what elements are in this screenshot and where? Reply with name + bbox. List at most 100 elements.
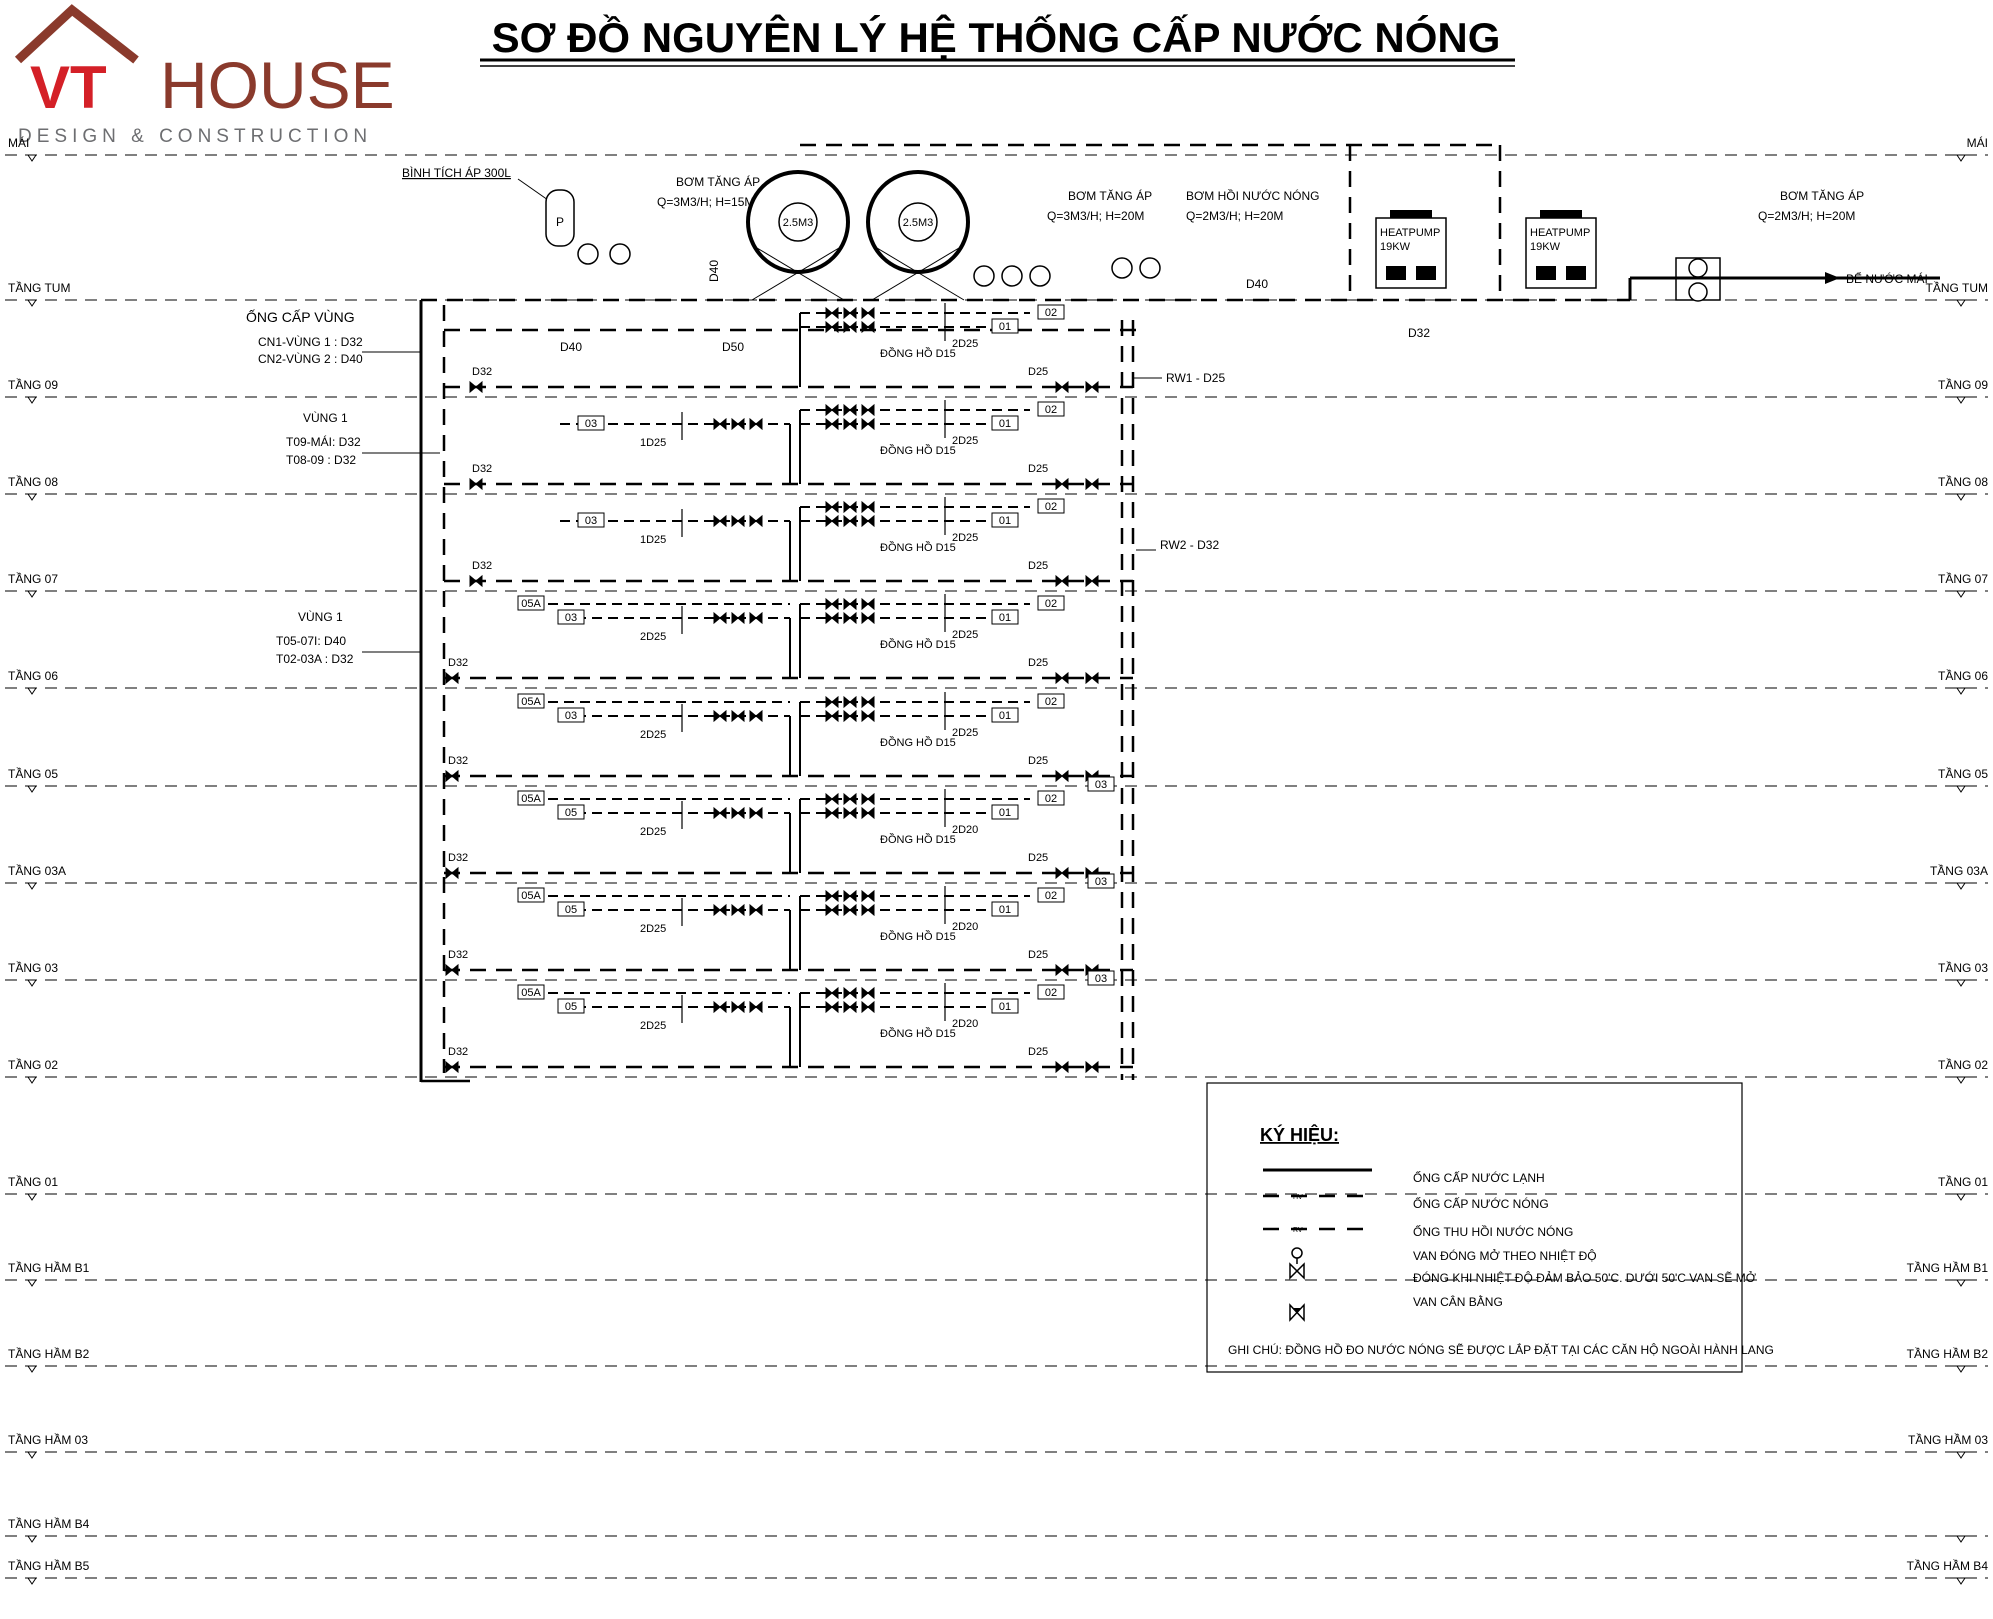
unit-tag-right-b: 01 <box>999 612 1011 624</box>
pump-icon <box>973 265 995 287</box>
water-meter-label: ĐỒNG HỒ D15 <box>880 736 956 749</box>
unit-tag-left-a: 05A <box>521 696 541 708</box>
branch-left-size: 2D25 <box>640 631 666 643</box>
pump-icon <box>1139 257 1161 279</box>
meter-valve-icon <box>749 417 763 431</box>
floor-label-right: TẦNG 01 <box>1938 1174 1988 1189</box>
floor-main-size: D32 <box>448 949 468 961</box>
return-size-label: D25 <box>1028 657 1048 669</box>
level-marker-icon <box>1956 1193 1966 1201</box>
pipe-label-d40-right: D40 <box>1246 277 1268 291</box>
unit-tag-left-a-box <box>577 512 605 528</box>
level-marker-icon <box>27 1279 37 1287</box>
supply-zone-line2: CN2-VÙNG 2 : D40 <box>258 351 363 366</box>
floor-label-right: TẦNG HẦM B2 <box>1907 1346 1989 1361</box>
legend-frame <box>1206 1082 1743 1373</box>
meter-valve-icon <box>731 1000 745 1014</box>
balance-valve-icon <box>1055 477 1069 491</box>
level-marker-icon <box>1956 785 1966 793</box>
branch-left-size: 1D25 <box>640 534 666 546</box>
meter-valve-icon <box>825 903 839 917</box>
water-meter-label: ĐỒNG HỒ D15 <box>880 541 956 554</box>
balance-valve-icon <box>1289 1303 1305 1322</box>
branch-right-size: 2D25 <box>952 435 978 447</box>
level-marker-icon <box>27 1451 37 1459</box>
meter-valve-icon <box>731 611 745 625</box>
thermo-valve-icon <box>1085 477 1099 491</box>
unit-tag-left-b: 03 <box>565 612 577 624</box>
floor-label-left: TẦNG 05 <box>8 766 58 781</box>
pressure-tank-leader <box>517 178 549 201</box>
heatpump-2-power: 19KW <box>1530 241 1561 253</box>
pump-icon <box>577 243 599 265</box>
meter-valve-icon <box>861 1000 875 1014</box>
unit-tag-right-a-box <box>1037 595 1065 611</box>
meter-valve-icon <box>713 417 727 431</box>
storage-tank-2-stand-2 <box>871 244 965 301</box>
level-marker-icon <box>1956 299 1966 307</box>
pump-icon <box>1688 258 1708 278</box>
booster-pump-3-spec: Q=2M3/H; H=20M <box>1758 209 1855 223</box>
unit-tag-right-a-box <box>1037 790 1065 806</box>
diagram-title: SƠ ĐỒ NGUYÊN LÝ HỆ THỐNG CẤP NƯỚC NÓNG <box>492 13 1501 61</box>
supply-zone-title: ỐNG CẤP VÙNG <box>246 308 355 325</box>
branch-right-size: 2D25 <box>952 727 978 739</box>
balance-valve-icon <box>1055 671 1069 685</box>
balance-valve-icon <box>1055 963 1069 977</box>
return-size-label: D25 <box>1028 852 1048 864</box>
level-marker-icon <box>1956 1451 1966 1459</box>
meter-valve-icon <box>713 709 727 723</box>
meter-valve-icon <box>843 709 857 723</box>
unit-tag-right-a: 02 <box>1045 404 1057 416</box>
level-marker-icon <box>27 1577 37 1585</box>
meter-valve-icon <box>843 417 857 431</box>
meter-valve-icon <box>843 500 857 514</box>
meter-valve-icon <box>749 514 763 528</box>
unit-tag-right-a: 02 <box>1045 793 1057 805</box>
branch-left-size: 2D25 <box>640 1020 666 1032</box>
logo-mark: VT <box>30 54 107 121</box>
meter-valve-icon <box>861 986 875 1000</box>
meter-valve-icon <box>731 903 745 917</box>
floor-label-left: TẦNG HẦM B1 <box>8 1260 90 1275</box>
unit-tag-right-a-box <box>1037 498 1065 514</box>
unit-tag-left-b: 05 <box>565 807 577 819</box>
level-marker-icon <box>1956 154 1966 162</box>
unit-tag-right-c-box <box>1087 873 1115 889</box>
logo-roof <box>14 4 139 64</box>
floor-label-right: TẦNG TUM <box>1926 280 1988 295</box>
meter-valve-icon <box>749 709 763 723</box>
unit-tag-left-b-box <box>557 707 585 723</box>
level-marker-icon <box>1956 493 1966 501</box>
level-marker-icon <box>1956 1279 1966 1287</box>
riser-pipes <box>419 143 1940 1082</box>
unit-tag-right-b-box <box>991 415 1019 431</box>
level-marker-icon <box>27 1193 37 1201</box>
unit-tag-left-a-box <box>517 984 545 1000</box>
branch-right-size: 2D25 <box>952 532 978 544</box>
balance-valve-icon <box>1055 1060 1069 1074</box>
meter-valve-icon <box>713 806 727 820</box>
water-meter-label: ĐỒNG HỒ D15 <box>880 347 956 360</box>
heatpump-2-grille-icon <box>1566 266 1586 280</box>
meter-valve-icon <box>713 514 727 528</box>
pressure-tank-icon <box>545 189 575 247</box>
balance-valve-icon <box>1055 866 1069 880</box>
floor-label-right: TẦNG 07 <box>1938 571 1988 586</box>
branch-left-size: 2D25 <box>640 923 666 935</box>
unit-tag-right-b: 01 <box>999 904 1011 916</box>
level-marker-icon <box>27 590 37 598</box>
meter-valve-icon <box>749 903 763 917</box>
return-size-label: D25 <box>1028 1046 1048 1058</box>
floor-label-left: TẦNG 08 <box>8 474 58 489</box>
floor-label-left: TẦNG HẦM 03 <box>8 1432 88 1447</box>
return-size-label: D25 <box>1028 755 1048 767</box>
